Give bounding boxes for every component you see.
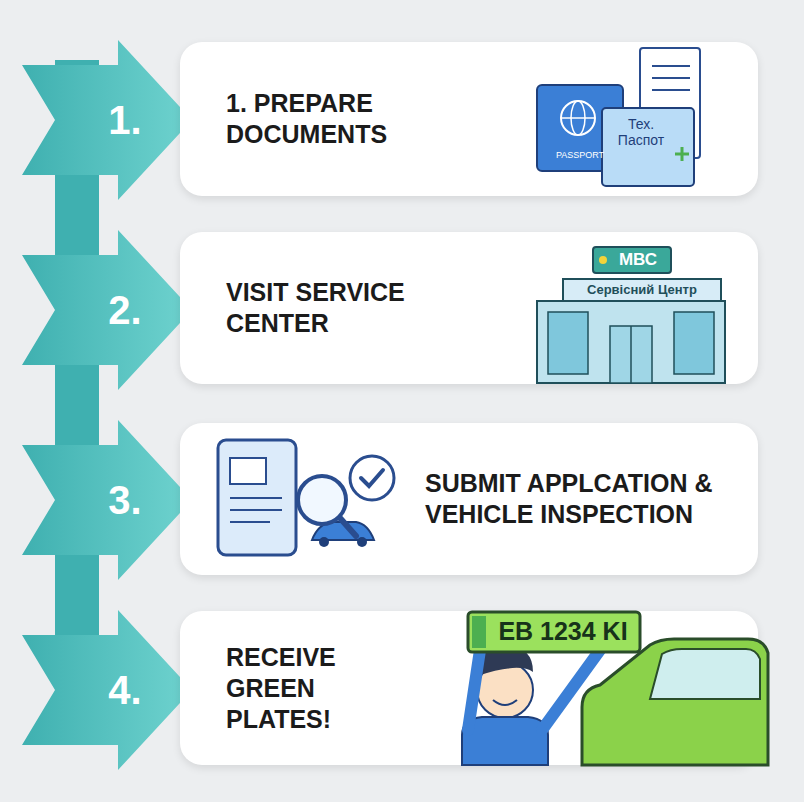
tablet-line — [230, 509, 282, 511]
green-car — [582, 639, 768, 765]
step-number: 2. — [95, 287, 155, 333]
person-smile — [493, 700, 517, 705]
plate-flag — [472, 616, 486, 648]
building-door — [610, 326, 652, 383]
step-number: 4. — [95, 667, 155, 713]
banner-text: Сервісний Центр — [563, 282, 721, 297]
tablet-icon — [218, 440, 296, 555]
person-hair — [477, 646, 533, 676]
paper-line — [652, 89, 690, 91]
passport-icon — [537, 85, 623, 171]
step-arrow — [22, 40, 192, 200]
car-wheel — [357, 537, 367, 547]
step-arrow — [22, 420, 192, 580]
magnifier-icon — [298, 476, 346, 524]
sign-text: МВС — [608, 250, 668, 270]
car-wheel — [319, 537, 329, 547]
check-circle — [350, 456, 394, 500]
step-card: VISIT SERVICE CENTER — [180, 232, 758, 384]
sign-dot — [599, 256, 607, 264]
paper-line — [652, 77, 690, 79]
step-title: 1. PREPARE DOCUMENTS — [226, 88, 426, 150]
person-arm — [542, 650, 600, 730]
building-window — [674, 312, 714, 374]
license-plate — [468, 612, 640, 652]
car-windshield — [650, 649, 760, 699]
building-sign — [593, 247, 671, 273]
passport-text: PASSPORT — [540, 150, 620, 160]
tech-passport-icon — [602, 108, 694, 186]
step-title: RECEIVE GREEN PLATES! — [226, 642, 426, 735]
step-card: RECEIVE GREEN PLATES! — [180, 611, 758, 765]
step-title: SUBMIT APPLCATION & VEHICLE INSPECTION — [425, 468, 745, 530]
step-number: 3. — [95, 477, 155, 523]
step-arrow — [22, 230, 192, 390]
paper-sheet — [640, 48, 700, 158]
step-card: SUBMIT APPLCATION & VEHICLE INSPECTION — [180, 423, 758, 575]
globe-symbol — [561, 101, 595, 135]
step-number: 1. — [95, 97, 155, 143]
tablet-line — [230, 521, 270, 523]
person-arm — [468, 650, 480, 730]
person-head — [477, 662, 533, 718]
building-window — [548, 312, 588, 374]
plus-symbol — [681, 147, 684, 161]
tablet-screen-item — [230, 458, 266, 484]
step-title: VISIT SERVICE CENTER — [226, 277, 466, 339]
globe-symbol — [561, 117, 595, 119]
tablet-line — [230, 497, 282, 499]
step-arrow — [22, 610, 192, 770]
plate-number: EB 1234 KI — [488, 617, 638, 646]
door-line — [630, 326, 632, 383]
car-icon — [312, 522, 374, 540]
paper-line — [652, 65, 690, 67]
globe-symbol — [571, 101, 585, 135]
tech-passport-text: Тех. Паспот — [612, 116, 670, 148]
step-card: 1. PREPARE DOCUMENTS — [180, 42, 758, 196]
building-body — [537, 301, 725, 383]
magnifier-handle — [340, 518, 356, 536]
person-body — [462, 717, 548, 765]
plus-symbol — [675, 153, 689, 156]
check-mark — [361, 470, 383, 486]
building-banner — [563, 279, 721, 301]
